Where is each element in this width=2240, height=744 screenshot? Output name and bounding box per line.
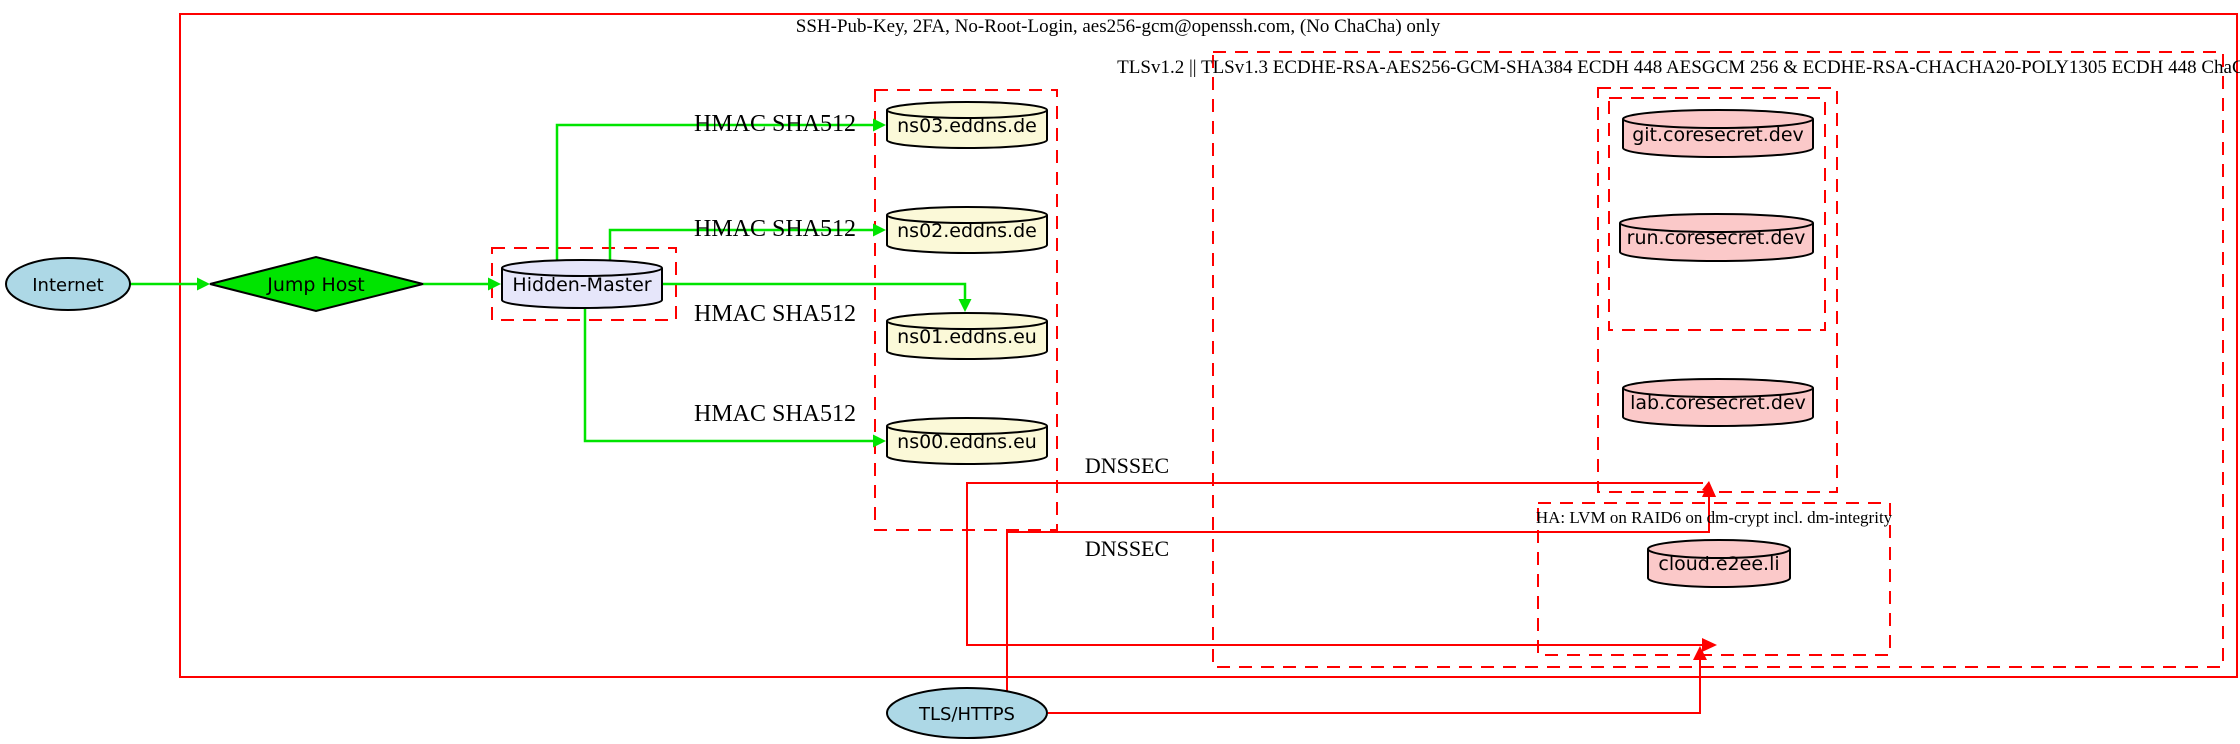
edge-hiddenmaster-ns03 <box>555 123 873 262</box>
ns00-label: ns00.eddns.eu <box>897 431 1037 453</box>
ns02-node <box>886 206 1048 254</box>
edge-hiddenmaster-ns01 <box>662 282 967 300</box>
jump-host-node <box>209 255 424 313</box>
cluster-ssh-label: SSH-Pub-Key, 2FA, No-Root-Login, aes256-… <box>796 16 1441 37</box>
ns01-label: ns01.eddns.eu <box>897 326 1037 348</box>
ns01-node <box>886 312 1048 360</box>
tls-https-label: TLS/HTTPS <box>918 704 1015 725</box>
edge-tlshttps-ha-path <box>1048 660 1701 714</box>
green-edges <box>130 123 967 443</box>
edge-hiddenmaster-ns00 <box>583 306 873 443</box>
arrowhead-into-ns00 <box>873 434 886 448</box>
edge-hiddenmaster-ns02 <box>608 228 873 262</box>
arrowhead-into-ns03 <box>873 118 886 132</box>
run-label: run.coresecret.dev <box>1627 227 1806 249</box>
arrowhead-into-jumphost <box>197 277 210 291</box>
tls-https-node <box>886 687 1048 739</box>
edge-label-hmac-ns03: HMAC SHA512 <box>694 111 856 137</box>
ns00-node <box>886 417 1048 465</box>
cluster-coresecret-inner-box <box>1608 97 1826 331</box>
cluster-coresecret-outer-box <box>1597 87 1838 493</box>
arrowhead-into-hiddenmaster <box>488 277 501 291</box>
edge-label-hmac-ns01: HMAC SHA512 <box>694 301 856 327</box>
edge-dnssec-upper-path <box>966 482 1703 646</box>
cluster-ssh-box <box>179 13 2238 678</box>
lab-label: lab.coresecret.dev <box>1630 392 1806 414</box>
edge-dnssec-lower-path <box>1006 497 1710 691</box>
edge-label-dnssec-lower: DNSSEC <box>1085 536 1169 561</box>
ns03-node <box>886 101 1048 149</box>
cluster-ha-label: HA: LVM on RAID6 on dm-crypt incl. dm-in… <box>1536 508 1893 527</box>
lab-node <box>1622 378 1814 427</box>
internet-label: Internet <box>32 275 103 296</box>
ns02-label: ns02.eddns.de <box>897 220 1037 242</box>
red-edges <box>966 482 1710 714</box>
arrowhead-into-coresecret-b <box>1702 482 1716 497</box>
run-node <box>1619 213 1814 262</box>
cloud-node <box>1647 539 1791 588</box>
hidden-master-node <box>501 259 663 309</box>
cluster-ha-box <box>1537 502 1891 656</box>
green-arrowheads <box>197 118 972 448</box>
git-label: git.coresecret.dev <box>1632 124 1804 146</box>
arrowhead-dnssec-right <box>1702 638 1717 652</box>
edge-label-hmac-ns00: HMAC SHA512 <box>694 401 856 427</box>
jump-host-label: Jump Host <box>266 274 365 296</box>
edge-label-hmac-ns02: HMAC SHA512 <box>694 216 856 242</box>
arrowhead-into-ha <box>1693 646 1707 660</box>
internet-node <box>5 257 131 311</box>
edge-label-dnssec-upper: DNSSEC <box>1085 453 1169 478</box>
git-node <box>1622 109 1814 158</box>
cloud-label: cloud.e2ee.li <box>1658 553 1779 575</box>
cluster-tls-label: TLSv1.2 || TLSv1.3 ECDHE-RSA-AES256-GCM-… <box>1117 57 2240 78</box>
arrowhead-into-ns01 <box>958 299 972 312</box>
ns03-label: ns03.eddns.de <box>897 115 1037 137</box>
hidden-master-label: Hidden-Master <box>512 274 651 296</box>
arrowhead-into-ns02 <box>873 223 886 237</box>
red-arrowheads <box>1693 481 1717 660</box>
